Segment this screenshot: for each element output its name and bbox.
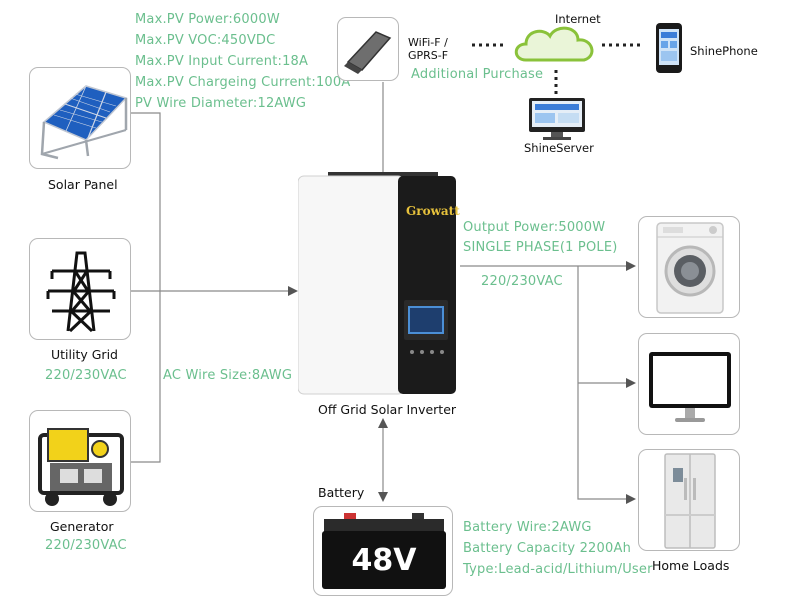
generator-voltage: 220/230VAC xyxy=(45,538,127,553)
arrow-to-inverter xyxy=(288,286,298,296)
wifi-module-label-2: GPRS-F xyxy=(408,49,449,62)
additional-purchase: Additional Purchase xyxy=(411,67,544,82)
battery-spec: Battery Wire:2AWG xyxy=(463,520,592,535)
shinephone-label: ShinePhone xyxy=(690,44,758,58)
pv-spec-line: Max.PV Power:6000W xyxy=(135,12,280,27)
output-branch-line xyxy=(577,266,633,500)
monitor-box xyxy=(638,333,740,435)
arrow-up-inverter xyxy=(378,418,388,428)
battery-label: Battery xyxy=(318,485,365,500)
monitor-icon xyxy=(649,352,731,422)
solar-panel-label: Solar Panel xyxy=(48,177,118,192)
shineserver-label: ShineServer xyxy=(524,141,594,155)
battery-spec: Battery Capacity 2200Ah xyxy=(463,541,632,556)
wifi-module-labels: WiFi-F / GPRS-F xyxy=(408,36,448,62)
fridge-box xyxy=(638,449,740,551)
battery-spec: Type:Lead-acid/Lithium/User xyxy=(463,562,653,577)
washer-box xyxy=(638,216,740,318)
phone-icon xyxy=(656,23,682,73)
arrow-to-washer xyxy=(626,261,636,271)
output-phase: SINGLE PHASE(1 POLE) xyxy=(463,240,618,255)
generator-box xyxy=(29,410,131,512)
pv-spec-line: PV Wire Diameter:12AWG xyxy=(135,96,307,111)
utility-grid-label: Utility Grid xyxy=(51,347,118,362)
utility-grid-voltage: 220/230VAC xyxy=(45,368,127,383)
pv-spec-line: Max.PV Input Current:18A xyxy=(135,54,309,69)
inverter-label: Off Grid Solar Inverter xyxy=(318,402,457,417)
battery-icon xyxy=(322,513,446,589)
wifi-dongle-icon xyxy=(344,31,392,74)
arrow-to-monitor xyxy=(626,378,636,388)
output-power: Output Power:5000W xyxy=(463,220,606,235)
cloud-icon xyxy=(514,26,594,62)
home-loads-label: Home Loads xyxy=(652,558,730,573)
battery-voltage: 48V xyxy=(351,543,417,578)
pv-spec-line: Max.PV VOC:450VDC xyxy=(135,33,276,48)
wifi-module-label-1: WiFi-F / xyxy=(408,36,448,49)
pv-spec-line: Max.PV Chargeing Current:100A xyxy=(135,75,351,90)
battery-box: 48V xyxy=(313,506,453,596)
power-tower-icon xyxy=(46,251,116,333)
utility-grid-box xyxy=(29,238,131,340)
washing-machine-icon xyxy=(656,222,724,314)
solar-panel-box xyxy=(29,67,131,169)
arrow-down-battery xyxy=(378,492,388,502)
solar-panel-icon xyxy=(40,85,128,160)
growatt-logo: Growatt xyxy=(406,204,460,218)
generator-icon xyxy=(38,428,124,506)
pv-specs: Max.PV Power:6000W Max.PV VOC:450VDC Max… xyxy=(135,12,350,117)
refrigerator-icon xyxy=(664,453,716,549)
internet-label: Internet xyxy=(555,12,601,26)
output-voltage: 220/230VAC xyxy=(481,274,563,289)
ac-wire-size: AC Wire Size:8AWG xyxy=(163,368,293,383)
source-feeder-line xyxy=(131,112,161,463)
generator-label: Generator xyxy=(50,519,114,534)
wifi-module-box xyxy=(337,17,399,81)
inverter-device: Growatt xyxy=(297,172,460,398)
arrow-to-fridge xyxy=(626,494,636,504)
inverter-image xyxy=(297,172,456,395)
server-monitor-icon xyxy=(529,98,585,140)
